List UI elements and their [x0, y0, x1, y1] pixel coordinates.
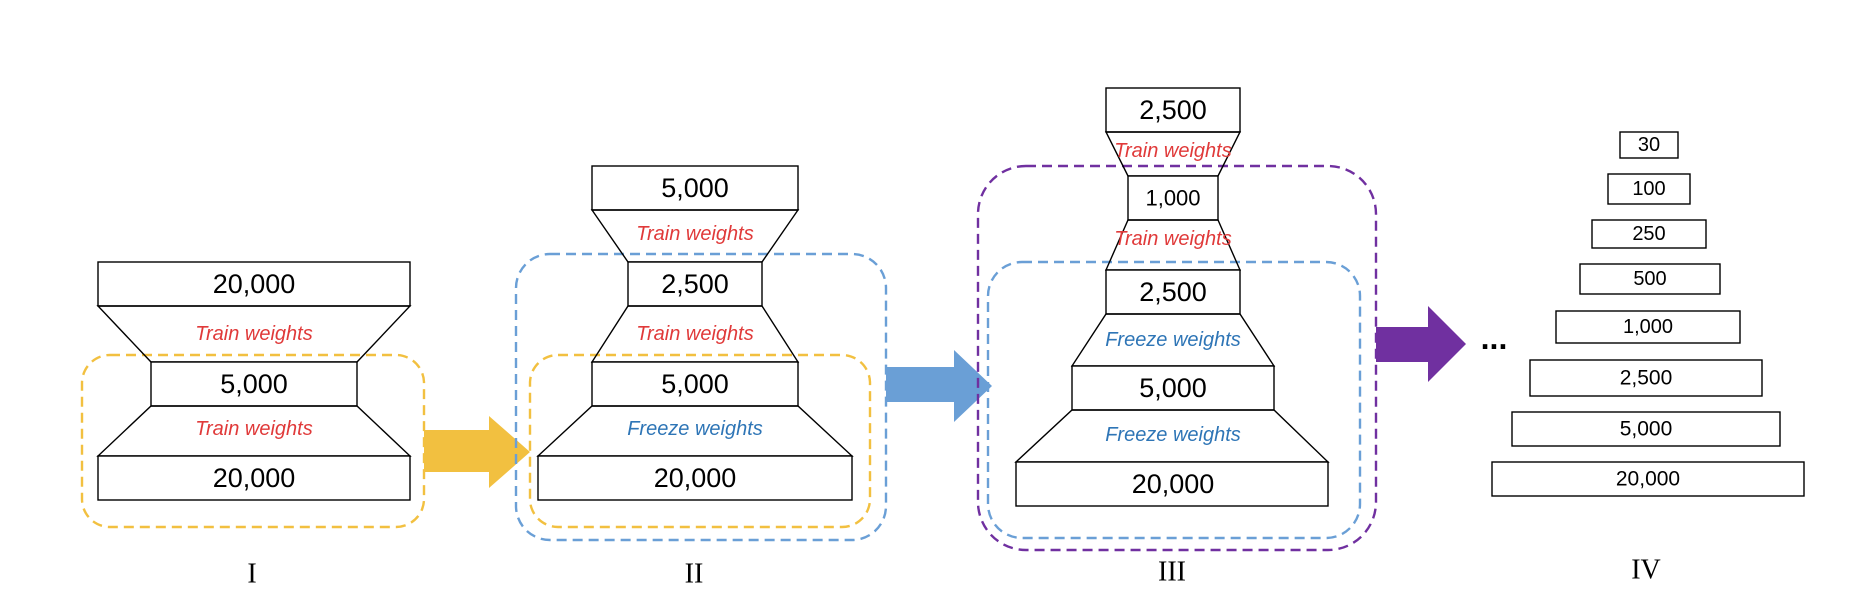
- stage-3-weights-4: Freeze weights: [1105, 424, 1241, 446]
- stage-4-box-4: [1579, 263, 1721, 295]
- stage-1-weights-lower: Train weights: [195, 418, 312, 440]
- stage-2-size-bottom: 20,000: [654, 463, 737, 493]
- stage-4-box-8: [1491, 461, 1805, 497]
- stage-3-size-3: 2,500: [1139, 277, 1207, 307]
- stage-2-box-3: [591, 361, 799, 407]
- stage-3-size-top: 2,500: [1139, 95, 1207, 125]
- stage-4-label: IV: [1631, 555, 1661, 586]
- stage-3-size-bottom: 20,000: [1132, 469, 1215, 499]
- stage-4-size-3: 250: [1632, 223, 1665, 245]
- stage-2: 5,000 2,500 5,000 20,000 Train weights T…: [514, 165, 888, 590]
- stage-2-weights-1: Train weights: [636, 223, 753, 245]
- stage-1-size-bottom: 20,000: [213, 463, 296, 493]
- stage-4-size-1: 30: [1638, 134, 1660, 156]
- stage-2-inner-region: [528, 353, 872, 529]
- arrow-stage-2-to-3: [886, 350, 992, 422]
- stage-3-box-2: [1127, 175, 1219, 221]
- stage-3-box-bottom: [1015, 461, 1329, 507]
- stage-4: 30 100 250 500 1,000 2,500 5,000 20,000 …: [1491, 131, 1805, 586]
- stage-3-size-2: 1,000: [1145, 186, 1200, 211]
- stage-1-weights-upper: Train weights: [195, 323, 312, 345]
- stage-2-size-top: 5,000: [661, 173, 729, 203]
- stage-4-size-6: 2,500: [1620, 367, 1673, 390]
- stage-2-weights-3: Freeze weights: [627, 418, 763, 440]
- stage-4-box-6: [1529, 359, 1763, 397]
- stage-2-label: II: [685, 559, 704, 590]
- stage-4-box-1: [1619, 131, 1679, 159]
- stage-2-weights-2: Train weights: [636, 323, 753, 345]
- stage-3-weights-2: Train weights: [1114, 228, 1231, 250]
- stage-2-size-2: 2,500: [661, 269, 729, 299]
- stage-4-size-4: 500: [1633, 268, 1666, 290]
- stage-3-box-3: [1105, 269, 1241, 315]
- stage-3-weights-1: Train weights: [1114, 140, 1231, 162]
- stage-1-box-top: [97, 261, 411, 307]
- arrow-stage-3-to-4: [1376, 306, 1466, 382]
- arrow-stage-1-to-2: [424, 416, 530, 488]
- stage-1-box-bottom: [97, 455, 411, 501]
- stage-3-size-4: 5,000: [1139, 373, 1207, 403]
- stage-4-size-2: 100: [1632, 178, 1665, 200]
- stage-4-box-7: [1511, 411, 1781, 447]
- stage-4-box-3: [1591, 219, 1707, 249]
- ellipsis-text: ...: [1481, 320, 1508, 356]
- stage-1-label: I: [247, 559, 256, 590]
- stage-4-box-5: [1555, 310, 1741, 344]
- stage-3: 2,500 1,000 2,500 5,000 20,000 Train wei…: [976, 87, 1378, 588]
- stage-2-box-top: [591, 165, 799, 211]
- stage-4-size-8: 20,000: [1616, 468, 1680, 491]
- stage-1-size-middle: 5,000: [220, 369, 288, 399]
- stage-2-box-bottom: [537, 455, 853, 501]
- stage-3-label: III: [1158, 557, 1186, 588]
- stage-1-size-top: 20,000: [213, 269, 296, 299]
- stage-4-size-7: 5,000: [1620, 418, 1673, 441]
- stage-2-box-2: [627, 261, 763, 307]
- stage-1: 20,000 5,000 20,000 Train weights Train …: [80, 261, 426, 590]
- stage-3-weights-3: Freeze weights: [1105, 329, 1241, 351]
- stage-3-box-top: [1105, 87, 1241, 133]
- stage-4-box-2: [1607, 173, 1691, 205]
- stage-3-inner-region: [986, 260, 1362, 540]
- stage-4-size-5: 1,000: [1623, 316, 1673, 338]
- stage-2-size-3: 5,000: [661, 369, 729, 399]
